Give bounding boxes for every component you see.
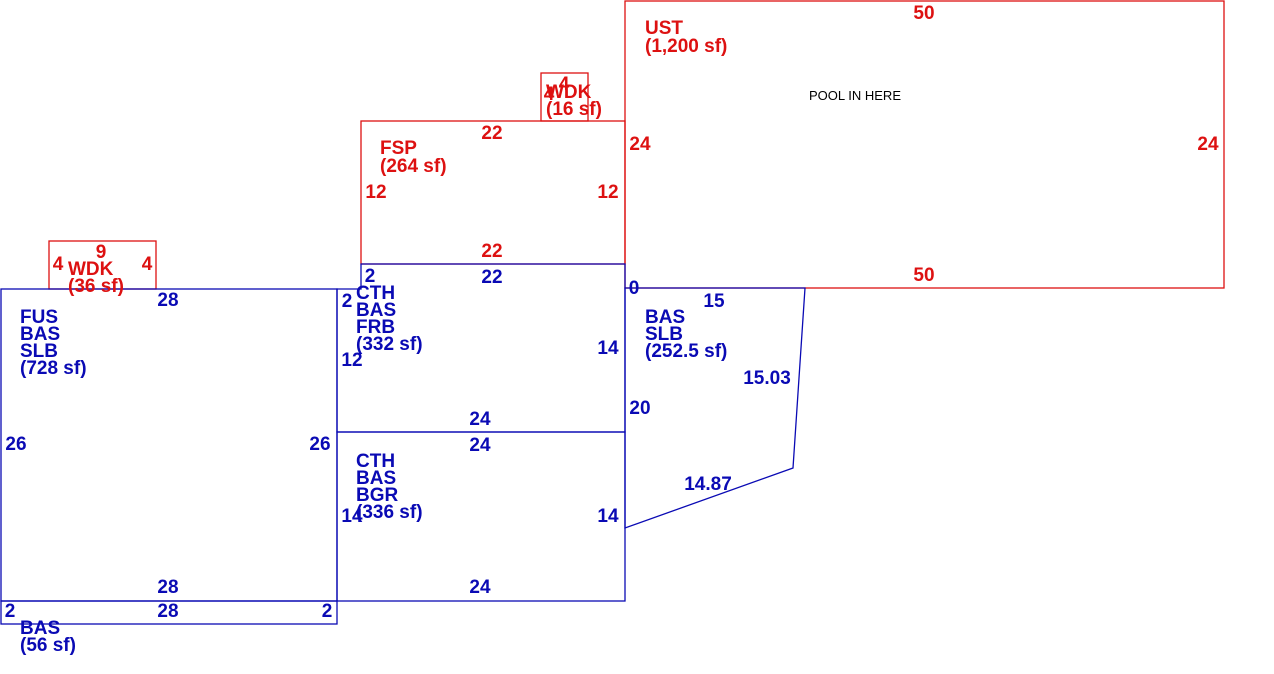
wdk-left-right-dimension: 4 xyxy=(142,254,153,275)
wdk-left-left-dimension: 4 xyxy=(53,254,64,275)
bas-slb-outline xyxy=(624,287,806,529)
cth-frb-jog-top-dimension: 2 xyxy=(365,266,376,287)
wdk-top-area-label: (16 sf) xyxy=(546,99,602,120)
cth-bgr-code-label-2: BAS xyxy=(356,468,396,489)
ust-code-label: UST xyxy=(645,18,683,39)
fus-area-label: (728 sf) xyxy=(20,358,87,379)
wdk-top-dimension: 4 xyxy=(559,74,570,95)
ust-note-label: POOL IN HERE xyxy=(809,88,901,103)
wdk-top-code-label: WDK xyxy=(546,82,592,103)
bas-slb-area-label: (252.5 sf) xyxy=(645,341,727,362)
wdk-top-side-dimension: 4 xyxy=(544,84,555,105)
fsp-left-dimension: 12 xyxy=(365,182,386,203)
bas-small-left-dimension: 2 xyxy=(5,601,16,622)
cth-frb-area-label: (332 sf) xyxy=(356,334,423,355)
bas-slb-bottom-dimension: 14.87 xyxy=(684,474,732,495)
bas-slb-zero-dimension: 0 xyxy=(629,278,640,299)
cth-frb-left-dimension: 12 xyxy=(341,350,362,371)
ust-top-dimension: 50 xyxy=(913,3,934,24)
fus-code-label-3: SLB xyxy=(20,341,58,362)
bas-slb-slant-dimension: 15.03 xyxy=(743,368,791,389)
bas-small-top-dimension: 28 xyxy=(157,601,178,622)
cth-bgr-code-label-3: BGR xyxy=(356,485,399,506)
bas-slb-code-label-1: BAS xyxy=(645,307,685,328)
blue-outlines xyxy=(0,263,806,625)
cth-bgr-right-dimension: 14 xyxy=(597,506,619,527)
cth-bgr-code-label-1: CTH xyxy=(356,451,395,472)
bas-small-code-label: BAS xyxy=(20,618,60,639)
fus-right-dimension: 26 xyxy=(309,434,330,455)
fus-left-dimension: 26 xyxy=(5,434,26,455)
cth-frb-right-dimension: 14 xyxy=(597,338,619,359)
ust-bottom-dimension: 50 xyxy=(913,265,934,286)
fus-code-label-2: BAS xyxy=(20,324,60,345)
cth-frb-code-label-2: BAS xyxy=(356,300,396,321)
wdk-left-area-label: (36 sf) xyxy=(68,276,124,297)
cth-frb-jog-side-dimension: 2 xyxy=(342,291,353,312)
bas-small-right-dimension: 2 xyxy=(322,601,333,622)
fus-top-dimension: 28 xyxy=(157,290,178,311)
cth-frb-top-dimension: 22 xyxy=(481,267,502,288)
cth-frb-bottom-dimension: 24 xyxy=(469,409,491,430)
fsp-code-label: FSP xyxy=(380,138,417,159)
ust-area-label: (1,200 sf) xyxy=(645,36,727,57)
bas-slb-top-dimension: 15 xyxy=(703,291,725,312)
cth-bgr-top-dimension: 24 xyxy=(469,435,491,456)
fsp-right-dimension: 12 xyxy=(597,182,618,203)
cth-frb-code-label-3: FRB xyxy=(356,317,395,338)
fus-bottom-dimension: 28 xyxy=(157,577,178,598)
fsp-area-label: (264 sf) xyxy=(380,156,447,177)
fsp-top-dimension: 22 xyxy=(481,123,502,144)
ust-right-dimension: 24 xyxy=(1197,134,1219,155)
bas-small-area-label: (56 sf) xyxy=(20,635,76,656)
cth-bgr-area-label: (336 sf) xyxy=(356,502,423,523)
fsp-bottom-dimension: 22 xyxy=(481,241,502,262)
bas-small-outline xyxy=(0,600,338,625)
bas-slb-left-dimension: 20 xyxy=(629,398,650,419)
cth-frb-code-label-1: CTH xyxy=(356,283,395,304)
bas-slb-code-label-2: SLB xyxy=(645,324,683,345)
ust-left-dimension: 24 xyxy=(629,134,651,155)
cth-bgr-bottom-dimension: 24 xyxy=(469,577,491,598)
wdk-left-top-dimension: 9 xyxy=(96,242,107,263)
wdk-left-code-label: WDK xyxy=(68,259,114,280)
fus-code-label-1: FUS xyxy=(20,307,58,328)
wdk-top-outline xyxy=(540,72,589,122)
cth-bgr-left-dimension: 14 xyxy=(341,506,363,527)
